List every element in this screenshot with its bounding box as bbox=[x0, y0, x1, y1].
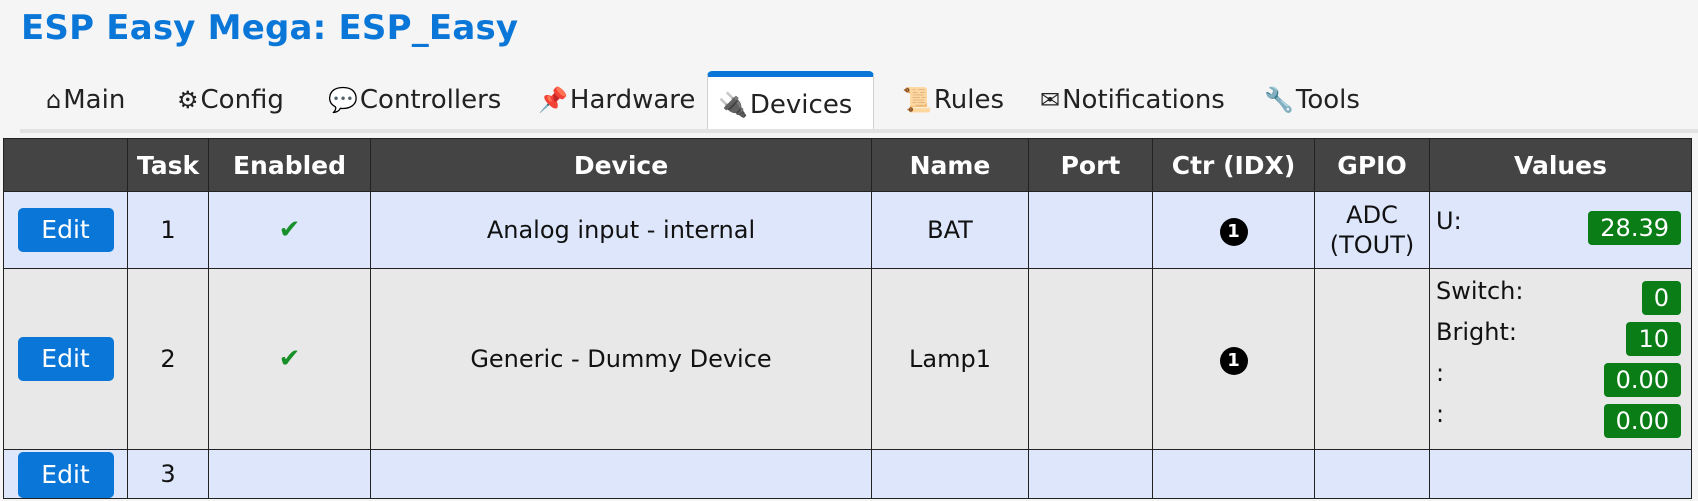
checkmark-icon: ✔ bbox=[278, 344, 301, 374]
tab-notifications[interactable]: ✉Notifications bbox=[1030, 70, 1235, 128]
device-cell: Generic - Dummy Device bbox=[370, 268, 872, 450]
table-header-row: Task Enabled Device Name Port Ctr (IDX) … bbox=[3, 138, 1692, 192]
header-gpio: GPIO bbox=[1314, 138, 1430, 192]
gpio-line: ADC bbox=[1346, 201, 1398, 229]
header-device: Device bbox=[370, 138, 872, 192]
tab-tools[interactable]: 🔧Tools bbox=[1254, 70, 1370, 128]
tab-bar-divider bbox=[20, 129, 1698, 133]
devices-table: Task Enabled Device Name Port Ctr (IDX) … bbox=[3, 138, 1692, 499]
controller-badge-icon: 1 bbox=[1219, 217, 1248, 246]
values-cell: Switch: 0 Bright: 10 : 0.00 : 0.00 bbox=[1429, 268, 1692, 450]
checkmark-icon: ✔ bbox=[278, 215, 301, 245]
speech-bubble-icon: 💬 bbox=[328, 86, 358, 114]
controller-badge-icon: 1 bbox=[1219, 346, 1248, 375]
enabled-cell: ✔ bbox=[208, 191, 371, 269]
value-label: U: bbox=[1436, 206, 1462, 235]
tab-bar: ⌂Main ⚙Config 💬Controllers 📌Hardware 🔌De… bbox=[0, 70, 1698, 133]
gpio-line: (TOUT) bbox=[1329, 231, 1415, 259]
table-row: Edit 1 ✔ Analog input - internal BAT 1 A… bbox=[3, 191, 1692, 269]
edit-button[interactable]: Edit bbox=[17, 208, 114, 252]
value-row: : 0.00 bbox=[1430, 359, 1691, 400]
tab-label: Rules bbox=[933, 85, 1005, 115]
tab-label: Devices bbox=[749, 90, 853, 120]
ctr-cell bbox=[1152, 449, 1315, 499]
home-icon: ⌂ bbox=[46, 86, 62, 114]
tab-label: Controllers bbox=[359, 85, 502, 115]
value-label: Bright: bbox=[1436, 318, 1517, 346]
tab-hardware[interactable]: 📌Hardware bbox=[528, 70, 705, 128]
value-badge: 0.00 bbox=[1603, 404, 1681, 438]
value-label: : bbox=[1436, 359, 1445, 387]
header-name: Name bbox=[871, 138, 1029, 192]
page-title: ESP Easy Mega: ESP_Easy bbox=[21, 8, 519, 48]
header-port: Port bbox=[1028, 138, 1153, 192]
value-badge: 0.00 bbox=[1603, 363, 1681, 397]
value-row: Switch: 0 bbox=[1430, 277, 1691, 318]
name-cell: BAT bbox=[871, 191, 1029, 269]
header-ctr-idx: Ctr (IDX) bbox=[1152, 138, 1315, 192]
tab-main[interactable]: ⌂Main bbox=[36, 70, 135, 128]
port-cell bbox=[1028, 191, 1153, 269]
tab-label: Notifications bbox=[1062, 85, 1225, 115]
gpio-cell bbox=[1314, 449, 1430, 499]
edit-cell: Edit bbox=[3, 191, 128, 269]
tab-label: Tools bbox=[1295, 85, 1360, 115]
value-row: Bright: 10 bbox=[1430, 318, 1691, 359]
edit-cell: Edit bbox=[3, 268, 128, 450]
gpio-cell: ADC(TOUT) bbox=[1314, 191, 1430, 269]
header-enabled: Enabled bbox=[208, 138, 371, 192]
wrench-icon: 🔧 bbox=[1264, 86, 1294, 114]
task-cell: 3 bbox=[127, 449, 209, 499]
ctr-cell: 1 bbox=[1152, 191, 1315, 269]
task-cell: 1 bbox=[127, 191, 209, 269]
edit-button[interactable]: Edit bbox=[17, 337, 114, 381]
port-cell bbox=[1028, 449, 1153, 499]
pushpin-icon: 📌 bbox=[538, 86, 568, 114]
value-badge: 28.39 bbox=[1588, 210, 1681, 245]
device-cell: Analog input - internal bbox=[370, 191, 872, 269]
header-values: Values bbox=[1429, 138, 1692, 192]
tab-config[interactable]: ⚙Config bbox=[167, 70, 294, 128]
name-cell bbox=[871, 449, 1029, 499]
ctr-cell: 1 bbox=[1152, 268, 1315, 450]
value-label: Switch: bbox=[1436, 277, 1524, 305]
task-cell: 2 bbox=[127, 268, 209, 450]
tab-devices[interactable]: 🔌Devices bbox=[707, 71, 874, 133]
edit-button[interactable]: Edit bbox=[17, 452, 114, 498]
value-row: : 0.00 bbox=[1430, 400, 1691, 441]
value-badge: 0 bbox=[1641, 281, 1681, 315]
gpio-cell bbox=[1314, 268, 1430, 450]
value-badge: 10 bbox=[1626, 322, 1681, 356]
edit-cell: Edit bbox=[3, 449, 128, 499]
table-row: Edit 2 ✔ Generic - Dummy Device Lamp1 1 … bbox=[3, 268, 1692, 450]
gear-icon: ⚙ bbox=[177, 86, 199, 114]
value-row: U: 28.39 bbox=[1430, 207, 1691, 248]
values-cell: U: 28.39 bbox=[1429, 191, 1692, 269]
plug-icon: 🔌 bbox=[718, 91, 748, 119]
header-task: Task bbox=[127, 138, 209, 192]
table-row: Edit 3 bbox=[3, 449, 1692, 499]
port-cell bbox=[1028, 268, 1153, 450]
value-label: : bbox=[1436, 400, 1445, 428]
device-cell bbox=[370, 449, 872, 499]
tab-rules[interactable]: 📜Rules bbox=[892, 70, 1014, 128]
tab-label: Main bbox=[63, 85, 126, 115]
tab-label: Config bbox=[200, 85, 284, 115]
header-edit bbox=[3, 138, 128, 192]
values-cell bbox=[1429, 449, 1692, 499]
enabled-cell bbox=[208, 449, 371, 499]
enabled-cell: ✔ bbox=[208, 268, 371, 450]
scroll-icon: 📜 bbox=[902, 86, 932, 114]
tab-controllers[interactable]: 💬Controllers bbox=[318, 70, 511, 128]
name-cell: Lamp1 bbox=[871, 268, 1029, 450]
tab-label: Hardware bbox=[569, 85, 696, 115]
envelope-icon: ✉ bbox=[1040, 86, 1061, 114]
